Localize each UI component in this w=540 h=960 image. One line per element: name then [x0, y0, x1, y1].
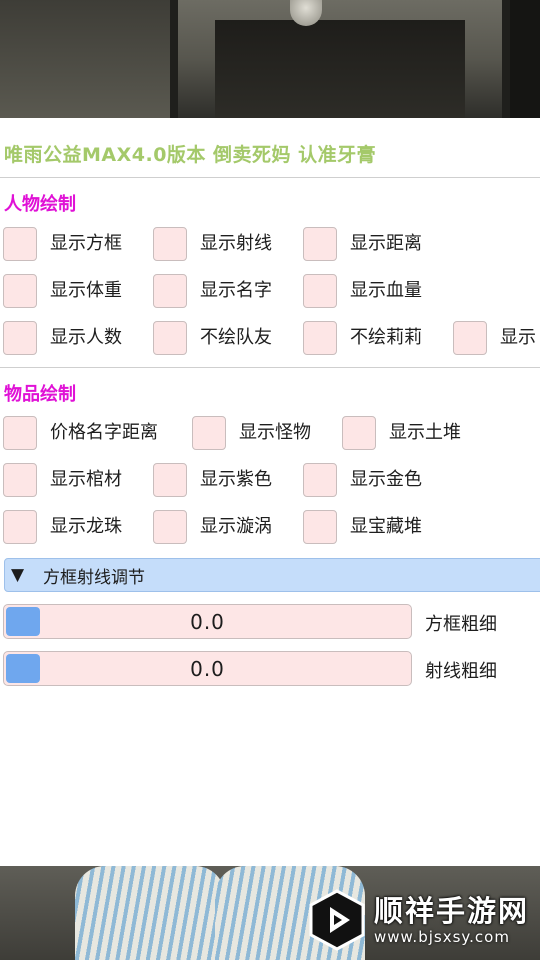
label-show-monster: 显示怪物 — [239, 422, 311, 443]
label-show-dragon-ball: 显示龙珠 — [50, 516, 122, 537]
slider-value: 0.0 — [190, 609, 225, 634]
label-show-name: 显示名字 — [200, 280, 272, 301]
checkbox-show-coffin[interactable] — [3, 463, 37, 497]
label-line-thickness: 射线粗细 — [425, 661, 497, 682]
slider-box-thickness[interactable]: 0.0 — [3, 604, 412, 639]
slider-line-thickness[interactable]: 0.0 — [3, 651, 412, 686]
checkbox-show-weight[interactable] — [3, 274, 37, 308]
menu-title: 唯雨公益MAX4.0版本 倒卖死妈 认准牙膏 — [4, 144, 377, 166]
watermark-url: www.bjsxsy.com — [374, 928, 510, 946]
slider-handle[interactable] — [6, 654, 40, 683]
cheat-menu-panel: 唯雨公益MAX4.0版本 倒卖死妈 认准牙膏 人物绘制 显示方框 显示射线 显示… — [0, 118, 540, 866]
label-show-purple: 显示紫色 — [200, 469, 272, 490]
checkbox-show-monster[interactable] — [192, 416, 226, 450]
checkbox-show-purple[interactable] — [153, 463, 187, 497]
label-show-vortex: 显示漩涡 — [200, 516, 272, 537]
label-show-count: 显示人数 — [50, 327, 122, 348]
checkbox-show-dirt-pile[interactable] — [342, 416, 376, 450]
checkbox-show-line[interactable] — [153, 227, 187, 261]
label-show-box: 显示方框 — [50, 233, 122, 254]
label-show-treasure: 显宝藏堆 — [350, 516, 422, 537]
checkbox-show-count[interactable] — [3, 321, 37, 355]
checkbox-price-name-distance[interactable] — [3, 416, 37, 450]
checkbox-show-box[interactable] — [3, 227, 37, 261]
checkbox-show-treasure[interactable] — [303, 510, 337, 544]
checkbox-show-health[interactable] — [303, 274, 337, 308]
label-show-weight: 显示体重 — [50, 280, 122, 301]
collapse-header-box-line-adjust[interactable]: ▼ 方框射线调节 — [4, 558, 540, 592]
divider — [0, 177, 540, 178]
label-show-distance: 显示距离 — [350, 233, 422, 254]
statue-figure — [75, 866, 225, 960]
label-price-name-distance: 价格名字距离 — [50, 422, 158, 443]
label-show-health: 显示血量 — [350, 280, 422, 301]
label-show-coffin: 显示棺材 — [50, 469, 122, 490]
checkbox-hide-lily[interactable] — [303, 321, 337, 355]
label-show-dirt-pile: 显示土堆 — [389, 422, 461, 443]
site-watermark: 顺祥手游网 www.bjsxsy.com — [308, 887, 533, 953]
ceiling-lamp-icon — [290, 0, 322, 26]
slider-handle[interactable] — [6, 607, 40, 636]
triangle-down-icon: ▼ — [11, 565, 25, 585]
label-show-gold: 显示金色 — [350, 469, 422, 490]
checkbox-show-vortex[interactable] — [153, 510, 187, 544]
play-logo-icon — [308, 889, 366, 951]
label-hide-teammates: 不绘队友 — [200, 327, 272, 348]
watermark-name: 顺祥手游网 — [374, 894, 530, 928]
section-title-items: 物品绘制 — [4, 384, 76, 405]
label-show-extra: 显示 — [500, 327, 536, 348]
checkbox-show-distance[interactable] — [303, 227, 337, 261]
label-hide-lily: 不绘莉莉 — [350, 327, 422, 348]
checkbox-hide-teammates[interactable] — [153, 321, 187, 355]
divider — [0, 367, 540, 368]
checkbox-show-extra[interactable] — [453, 321, 487, 355]
slider-value: 0.0 — [190, 656, 225, 681]
collapse-header-label: 方框射线调节 — [43, 567, 145, 588]
game-background-top — [0, 0, 540, 118]
checkbox-show-gold[interactable] — [303, 463, 337, 497]
section-title-character: 人物绘制 — [4, 194, 76, 215]
checkbox-show-name[interactable] — [153, 274, 187, 308]
checkbox-show-dragon-ball[interactable] — [3, 510, 37, 544]
label-box-thickness: 方框粗细 — [425, 614, 497, 635]
label-show-line: 显示射线 — [200, 233, 272, 254]
